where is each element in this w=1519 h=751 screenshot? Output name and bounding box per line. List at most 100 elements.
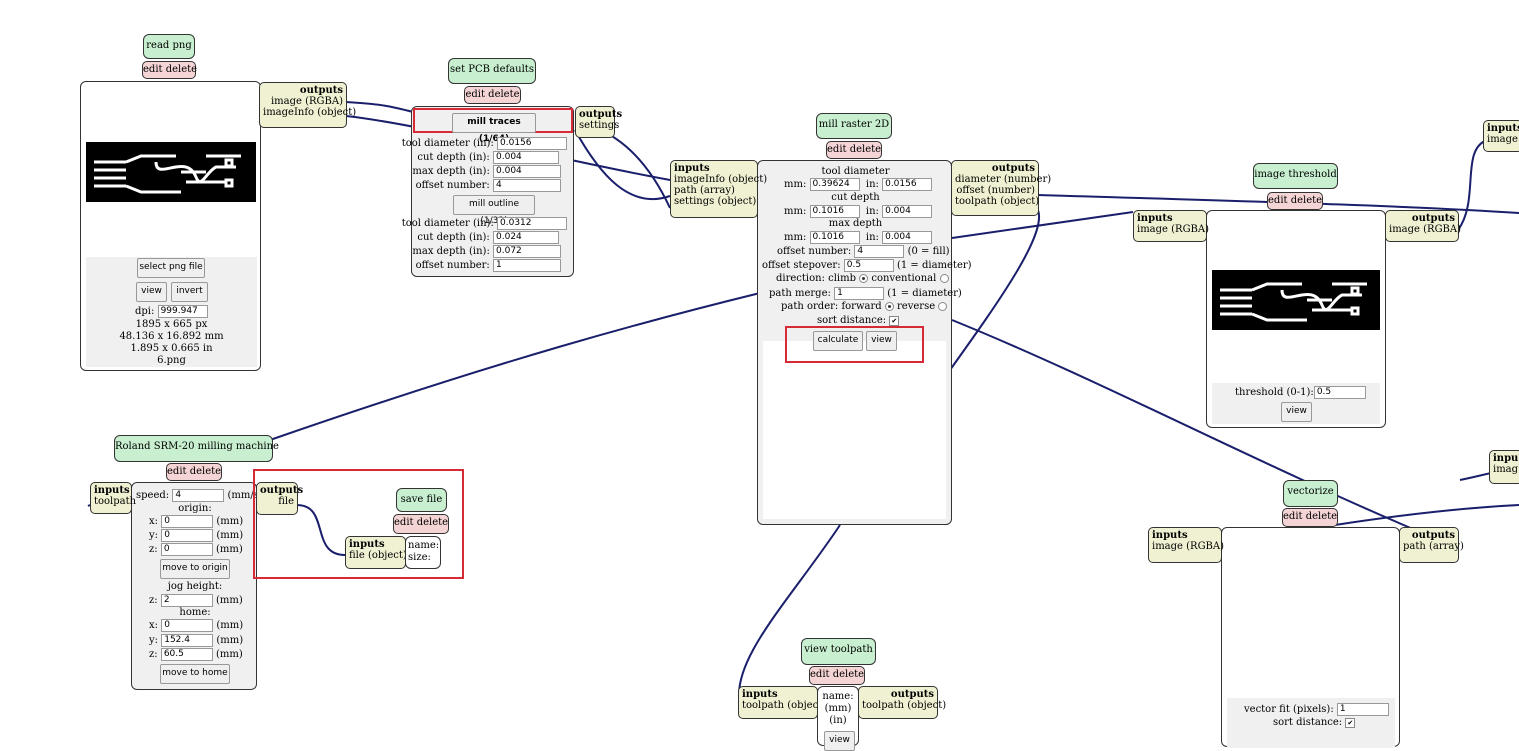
max-mm-input[interactable]: 0.1016 bbox=[809, 231, 860, 244]
invert-button[interactable]: invert bbox=[171, 282, 208, 302]
port-toolpath-in[interactable]: toolpath (object) bbox=[742, 700, 827, 711]
outline-max-input[interactable]: 0.072 bbox=[493, 245, 561, 258]
port-path-in[interactable]: path (array) bbox=[674, 185, 735, 196]
threshold-title[interactable]: image threshold bbox=[1253, 163, 1338, 189]
forward-radio[interactable] bbox=[884, 302, 894, 311]
port-image-out[interactable]: image (RGBA) bbox=[1389, 224, 1462, 235]
vec-sort-checkbox[interactable]: ✔ bbox=[1345, 717, 1356, 728]
port-image-edge2[interactable]: imag bbox=[1493, 464, 1519, 475]
tool-in-input[interactable]: 0.0156 bbox=[882, 178, 933, 191]
origin-z-input[interactable]: 0 bbox=[160, 543, 213, 556]
port-diameter[interactable]: diameter (number) bbox=[955, 174, 1052, 185]
speed-input[interactable]: 4 bbox=[172, 489, 225, 502]
direction-row: direction: climb conventional bbox=[776, 273, 949, 285]
wire-vector-out-right bbox=[1334, 504, 1519, 526]
tool-mm-input[interactable]: 0.39624 bbox=[809, 178, 860, 191]
port-imageinfo-in[interactable]: imageInfo (object) bbox=[674, 174, 768, 185]
port-image-in[interactable]: image (RGBA) bbox=[1137, 224, 1210, 235]
outline-tool-input[interactable]: 0.0312 bbox=[497, 217, 567, 230]
threshold-module: threshold (0-1):0.5 view bbox=[1206, 210, 1386, 428]
port-image-in[interactable]: image (RGBA) bbox=[1152, 541, 1225, 552]
select-png-button[interactable]: select png file bbox=[137, 258, 205, 278]
origin-y-input[interactable]: 0 bbox=[161, 529, 214, 542]
wire-to-roland bbox=[269, 292, 761, 441]
size-mm: 48.136 x 16.892 mm bbox=[119, 331, 224, 342]
view-toolpath-title[interactable]: view toolpath bbox=[801, 638, 876, 665]
pcb-defaults-title[interactable]: set PCB defaults bbox=[448, 58, 536, 84]
outline-offset-label: offset number: bbox=[415, 260, 490, 271]
home-y-input[interactable]: 152.4 bbox=[161, 634, 214, 647]
vec-sort-row: sort distance: ✔ bbox=[1273, 717, 1356, 729]
port-image-edge[interactable]: image bbox=[1487, 134, 1518, 145]
port-file-in[interactable]: file (object) bbox=[349, 550, 407, 561]
vectorize-title[interactable]: vectorize bbox=[1283, 480, 1338, 507]
cut-in-input[interactable]: 0.004 bbox=[882, 205, 933, 218]
view-toolpath-view-button[interactable]: view bbox=[824, 731, 855, 751]
mill-traces-button[interactable]: mill traces (1/64) bbox=[452, 113, 536, 144]
save-file-edit-delete[interactable]: edit delete bbox=[393, 514, 449, 534]
port-toolpath[interactable]: toolpath (object) bbox=[955, 196, 1040, 207]
jog-z-label: z: bbox=[149, 595, 158, 606]
port-file-out[interactable]: file bbox=[278, 496, 294, 507]
port-settings-in[interactable]: settings (object) bbox=[674, 196, 757, 207]
port-offset[interactable]: offset (number) bbox=[956, 185, 1035, 196]
origin-z-label: z: bbox=[149, 544, 158, 555]
save-file-title[interactable]: save file bbox=[396, 488, 447, 512]
roland-edit-delete[interactable]: edit delete bbox=[166, 463, 222, 481]
traces-offset-input[interactable]: 4 bbox=[493, 179, 561, 192]
stepover-input[interactable]: 0.5 bbox=[843, 259, 894, 272]
move-home-button[interactable]: move to home bbox=[160, 664, 230, 684]
outline-cut-input[interactable]: 0.024 bbox=[493, 231, 559, 244]
threshold-edit-delete[interactable]: edit delete bbox=[1267, 192, 1323, 210]
port-image-rgba[interactable]: image (RGBA) bbox=[270, 96, 343, 107]
read-png-view-button[interactable]: view bbox=[136, 282, 167, 302]
port-toolpath-out[interactable]: toolpath (object) bbox=[862, 700, 947, 711]
home-y-label: y: bbox=[149, 635, 159, 646]
calculate-button[interactable]: calculate bbox=[813, 331, 863, 351]
fit-input[interactable]: 1 bbox=[1336, 703, 1389, 716]
read-png-edit-delete[interactable]: edit delete bbox=[142, 61, 197, 79]
read-png-title[interactable]: read png bbox=[143, 34, 195, 59]
fit-row: vector fit (pixels): 1 bbox=[1244, 703, 1389, 716]
offset-input[interactable]: 4 bbox=[854, 245, 905, 258]
mill-outline-button[interactable]: mill outline (1/32) bbox=[453, 195, 535, 226]
view-toolpath-edit-delete[interactable]: edit delete bbox=[809, 666, 865, 685]
port-path-out[interactable]: path (array) bbox=[1403, 541, 1464, 552]
cut-mm-input[interactable]: 0.1016 bbox=[809, 205, 860, 218]
port-imageinfo[interactable]: imageInfo (object) bbox=[263, 107, 357, 118]
conventional-radio[interactable] bbox=[939, 274, 949, 283]
roland-title[interactable]: Roland SRM-20 milling machine bbox=[114, 435, 279, 462]
outline-max-row: max depth (in): 0.072 bbox=[412, 245, 561, 258]
climb-radio[interactable] bbox=[859, 274, 869, 283]
pcb-defaults-edit-delete[interactable]: edit delete bbox=[464, 86, 521, 104]
origin-x-input[interactable]: 0 bbox=[161, 515, 214, 528]
vectorize-module: vector fit (pixels): 1 sort distance: ✔ bbox=[1221, 527, 1400, 748]
traces-offset-label: offset number: bbox=[415, 180, 490, 191]
port-toolpath-in[interactable]: toolpath bbox=[94, 496, 137, 507]
traces-tool-input[interactable]: 0.0156 bbox=[497, 137, 567, 150]
outline-offset-input[interactable]: 1 bbox=[493, 259, 561, 272]
mill-raster-title[interactable]: mill raster 2D bbox=[816, 113, 892, 139]
dpi-input[interactable]: 999.947 bbox=[157, 305, 208, 318]
sort-checkbox[interactable]: ✔ bbox=[889, 315, 900, 326]
outline-cut-row: cut depth (in): 0.024 bbox=[417, 231, 559, 244]
traces-max-input[interactable]: 0.004 bbox=[493, 165, 561, 178]
home-z-input[interactable]: 60.5 bbox=[160, 648, 213, 661]
reverse-radio[interactable] bbox=[938, 302, 948, 311]
home-x-input[interactable]: 0 bbox=[161, 619, 214, 632]
merge-input[interactable]: 1 bbox=[834, 287, 885, 300]
threshold-view-button[interactable]: view bbox=[1281, 402, 1312, 422]
threshold-input[interactable]: 0.5 bbox=[1313, 386, 1366, 399]
mill-raster-edit-delete[interactable]: edit delete bbox=[826, 141, 882, 159]
vec-sort-label: sort distance: bbox=[1273, 717, 1343, 728]
mill-raster-view-button[interactable]: view bbox=[866, 331, 897, 351]
port-settings[interactable]: settings bbox=[579, 120, 620, 131]
max-in-input[interactable]: 0.004 bbox=[882, 231, 933, 244]
wire-roland-out-save bbox=[296, 504, 346, 556]
offset-hint: (0 = fill) bbox=[907, 246, 950, 257]
traces-cut-input[interactable]: 0.004 bbox=[493, 151, 559, 164]
tool-in-label: in: bbox=[865, 179, 879, 190]
vectorize-edit-delete[interactable]: edit delete bbox=[1282, 508, 1338, 527]
jog-z-input[interactable]: 2 bbox=[160, 594, 213, 607]
move-origin-button[interactable]: move to origin bbox=[160, 559, 230, 579]
